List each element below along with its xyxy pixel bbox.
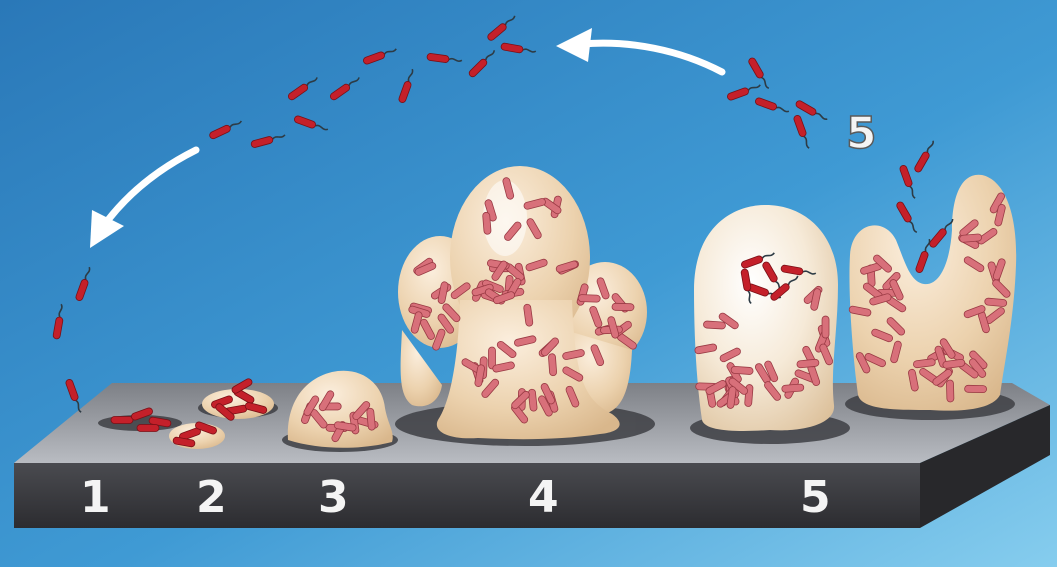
bacterium [111, 417, 133, 424]
stage-label-5: 5 [800, 472, 831, 523]
stage-label-1: 1 [80, 472, 111, 523]
bacterium [822, 316, 829, 338]
bacterium [984, 298, 1007, 307]
bacterium [366, 408, 375, 431]
bacterium [946, 380, 954, 402]
bacterium [578, 295, 600, 303]
stage-label-3: 3 [318, 472, 349, 523]
bacterium [959, 234, 982, 243]
bacterium [731, 366, 753, 375]
stage-label-2: 2 [196, 472, 227, 523]
bacterium [137, 425, 159, 432]
bacterium [703, 321, 725, 329]
stage-label-dispersal: 5 [846, 108, 877, 159]
bacterium [612, 303, 634, 311]
bacterium [482, 212, 491, 234]
bacterium [782, 384, 804, 393]
stage-label-4: 4 [528, 472, 559, 523]
bacterium [548, 353, 557, 375]
bacterium [965, 385, 987, 392]
surface-front [14, 463, 920, 528]
